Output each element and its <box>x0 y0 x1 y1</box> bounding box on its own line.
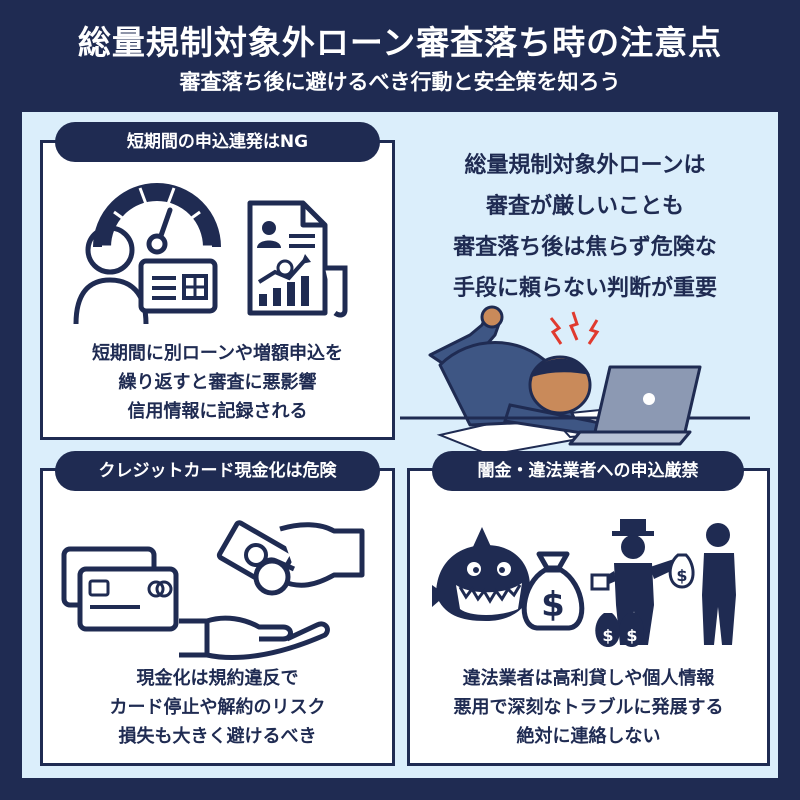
card-illegal-lender-label: 闇金・違法業者への申込厳禁 <box>432 451 744 491</box>
card-application-line: 繰り返すと審査に悪影響 <box>118 372 317 393</box>
svg-text:$: $ <box>541 585 565 625</box>
card-credit-card-text: 現金化は規約違反で カード停止や解約のリスク 損失も大きく避けるべき <box>40 664 395 751</box>
credit-report-document-icon <box>247 200 348 318</box>
card-illegal-lender-line: 絶対に連絡しない <box>516 726 661 747</box>
center-message-line: 審査落ち後は焦らず危険な <box>453 235 717 260</box>
card-credit-card-label: クレジットカード現金化は危険 <box>55 451 380 491</box>
shady-lender-icon: $ $ $ <box>590 519 736 647</box>
center-message-line: 総量規制対象外ローンは <box>464 153 706 178</box>
card-credit-card-line: 現金化は規約違反で <box>136 668 299 689</box>
card-application-line: 信用情報に記録される <box>127 401 308 422</box>
card-application-line: 短期間に別ローンや増額申込を <box>91 343 344 364</box>
svg-text:$: $ <box>626 626 637 645</box>
card-illegal-lender-text: 違法業者は高利貸しや個人情報 悪用で深刻なトラブルに発展する 絶対に連絡しない <box>407 664 770 751</box>
svg-text:$: $ <box>602 626 613 645</box>
center-message: 総量規制対象外ローンは 審査が厳しいことも 審査落ち後は焦らず危険な 手段に頼ら… <box>400 145 770 309</box>
page-subtitle: 審査落ち後に避けるべき行動と安全策を知ろう <box>179 70 621 94</box>
card-credit-card-line: カード停止や解約のリスク <box>109 697 326 718</box>
cash-in-hand-icon <box>216 520 365 596</box>
money-bag-icon: $ <box>521 551 585 631</box>
svg-text:$: $ <box>676 566 687 585</box>
center-message-line: 手段に頼らない判断が重要 <box>452 276 717 301</box>
credit-cards-icon <box>61 546 179 632</box>
loan-shark-icon <box>432 527 530 621</box>
receiving-hand-icon <box>179 615 330 660</box>
card-illegal-lender-line: 悪用で深刻なトラブルに発展する <box>453 697 724 718</box>
header: 総量規制対象外ローン審査落ち時の注意点 審査落ち後に避けるべき行動と安全策を知ろ… <box>0 0 800 110</box>
center-message-line: 審査が厳しいことも <box>485 194 684 219</box>
stress-spark-icon <box>549 311 600 345</box>
card-application-label: 短期間の申込連発はNG <box>55 122 380 162</box>
card-illegal-lender-line: 違法業者は高利貸しや個人情報 <box>462 668 715 689</box>
id-card-icon <box>138 258 218 314</box>
card-application-text: 短期間に別ローンや増額申込を 繰り返すと審査に悪影響 信用情報に記録される <box>40 339 395 426</box>
credit-score-gauge-icon <box>93 183 221 255</box>
card-credit-card-line: 損失も大きく避けるべき <box>118 726 317 747</box>
laptop-icon <box>568 365 702 446</box>
page-title: 総量規制対象外ローン審査落ち時の注意点 <box>77 23 723 62</box>
